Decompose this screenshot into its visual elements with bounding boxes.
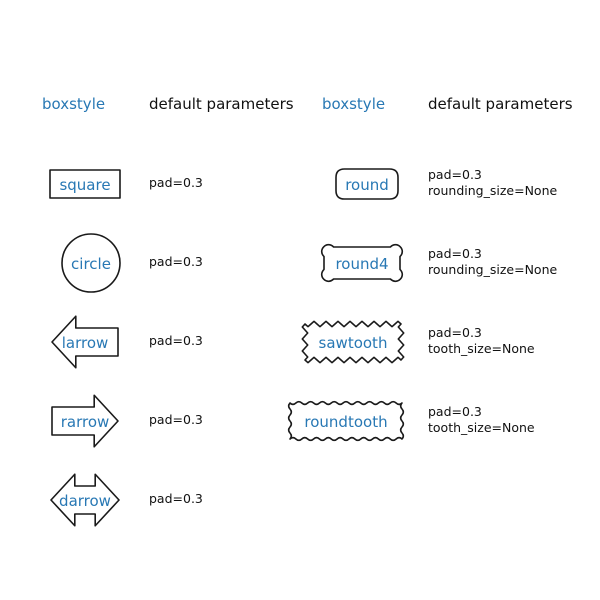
- boxstyle-params-circle: pad=0.3: [149, 254, 203, 269]
- round4-box-shape: [320, 243, 404, 283]
- rarrow-box-outline: [51, 394, 119, 448]
- round-box-shape: [335, 168, 399, 200]
- sawtooth-box-shape: [301, 320, 405, 364]
- boxstyle-demo-rarrow: [36, 391, 134, 451]
- rarrow-box-shape: [51, 394, 119, 448]
- boxstyle-params-sawtooth: pad=0.3 tooth_size=None: [428, 325, 535, 356]
- boxstyle-params-round4: pad=0.3 rounding_size=None: [428, 246, 558, 277]
- boxstyle-demo-roundtooth: [274, 387, 418, 455]
- larrow-box-outline: [51, 315, 119, 369]
- boxstyle-demo-darrow: [35, 470, 135, 530]
- circle-box-outline: [61, 233, 121, 293]
- larrow-box-shape: [51, 315, 119, 369]
- boxstyle-demo-circle: [46, 218, 136, 308]
- circle-box-shape: [61, 233, 121, 293]
- column-0-style-header: boxstyle: [42, 95, 106, 113]
- boxstyle-demo-square: [34, 154, 136, 214]
- boxstyle-demo-sawtooth: [289, 308, 417, 376]
- boxstyle-params-roundtooth: pad=0.3 tooth_size=None: [428, 404, 535, 435]
- boxstyle-params-rarrow: pad=0.3: [149, 412, 203, 427]
- boxstyle-demo-larrow: [36, 312, 134, 372]
- column-1-param-header: default parameters: [428, 95, 573, 113]
- darrow-box-shape: [50, 473, 120, 527]
- boxstyle-demo-round4: [308, 231, 416, 295]
- sawtooth-box-outline: [301, 320, 405, 364]
- column-0-param-header: default parameters: [149, 95, 294, 113]
- boxstyle-params-square: pad=0.3: [149, 175, 203, 190]
- round-box-outline: [335, 168, 399, 200]
- round4-box-outline: [320, 243, 404, 283]
- boxstyle-params-round: pad=0.3 rounding_size=None: [428, 167, 558, 198]
- darrow-box-outline: [50, 473, 120, 527]
- boxstyle-params-darrow: pad=0.3: [149, 491, 203, 506]
- roundtooth-box-outline: [287, 400, 405, 442]
- roundtooth-box-shape: [287, 400, 405, 442]
- boxstyle-params-larrow: pad=0.3: [149, 333, 203, 348]
- boxstyle-demo-round: [320, 153, 414, 215]
- square-box-outline: [49, 169, 121, 199]
- column-1-style-header: boxstyle: [322, 95, 386, 113]
- square-box-shape: [49, 169, 121, 199]
